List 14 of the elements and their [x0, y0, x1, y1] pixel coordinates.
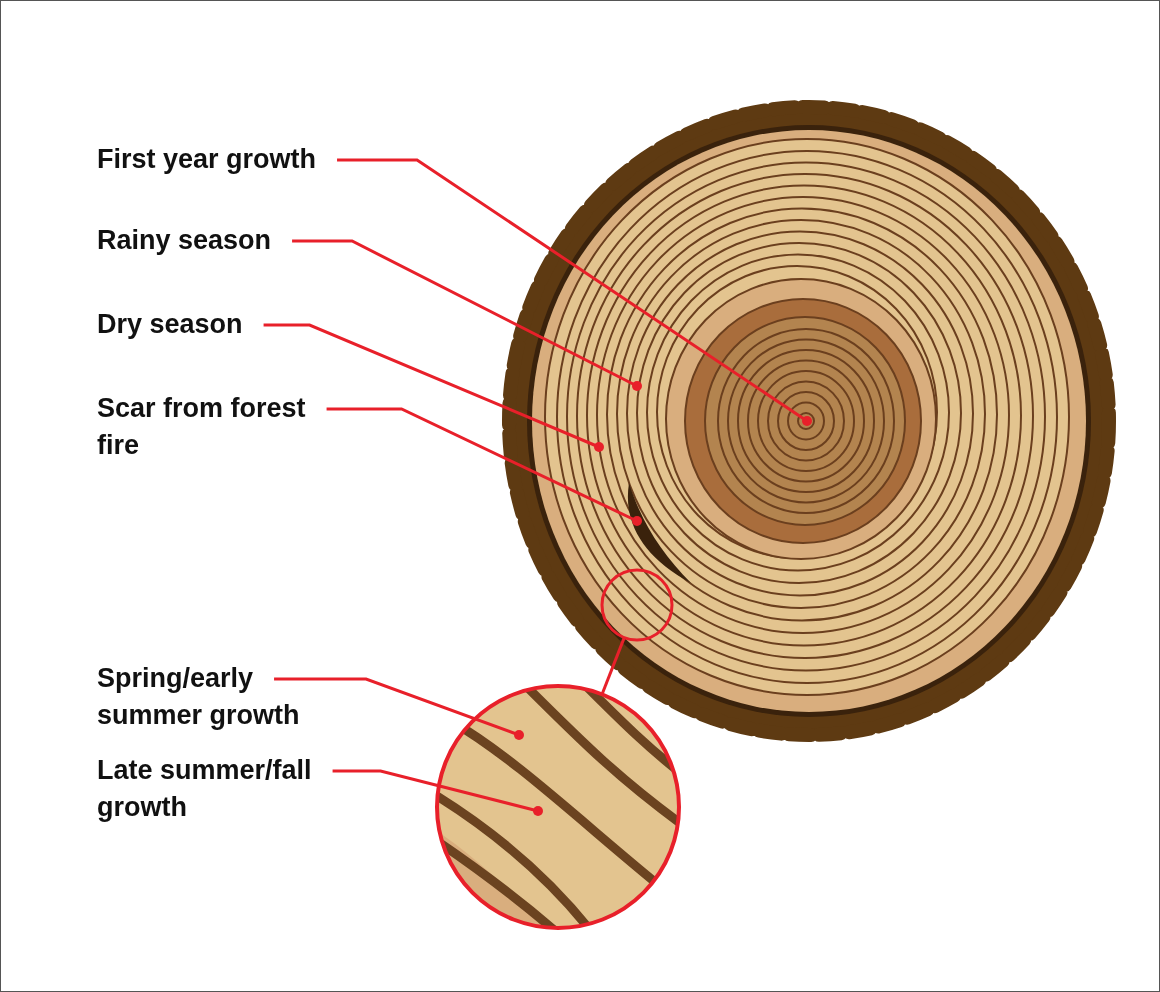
- magnifier-circle: [600, 568, 674, 642]
- connector-line: [332, 769, 543, 816]
- leader-line: [292, 239, 642, 391]
- callout-label: Rainy season: [97, 222, 397, 259]
- leader-line: [263, 323, 604, 452]
- callout-label: Scar from forest fire: [97, 390, 349, 464]
- leader-line: [326, 407, 642, 526]
- callout-label: Spring/early summer growth: [97, 660, 337, 734]
- callout-label: Late summer/fall growth: [97, 752, 355, 826]
- connector-line: [274, 677, 524, 740]
- connector-line: [600, 637, 626, 695]
- leader-line: [337, 158, 812, 426]
- callout-label: First year growth: [97, 141, 397, 178]
- callout-label: Dry season: [97, 306, 397, 343]
